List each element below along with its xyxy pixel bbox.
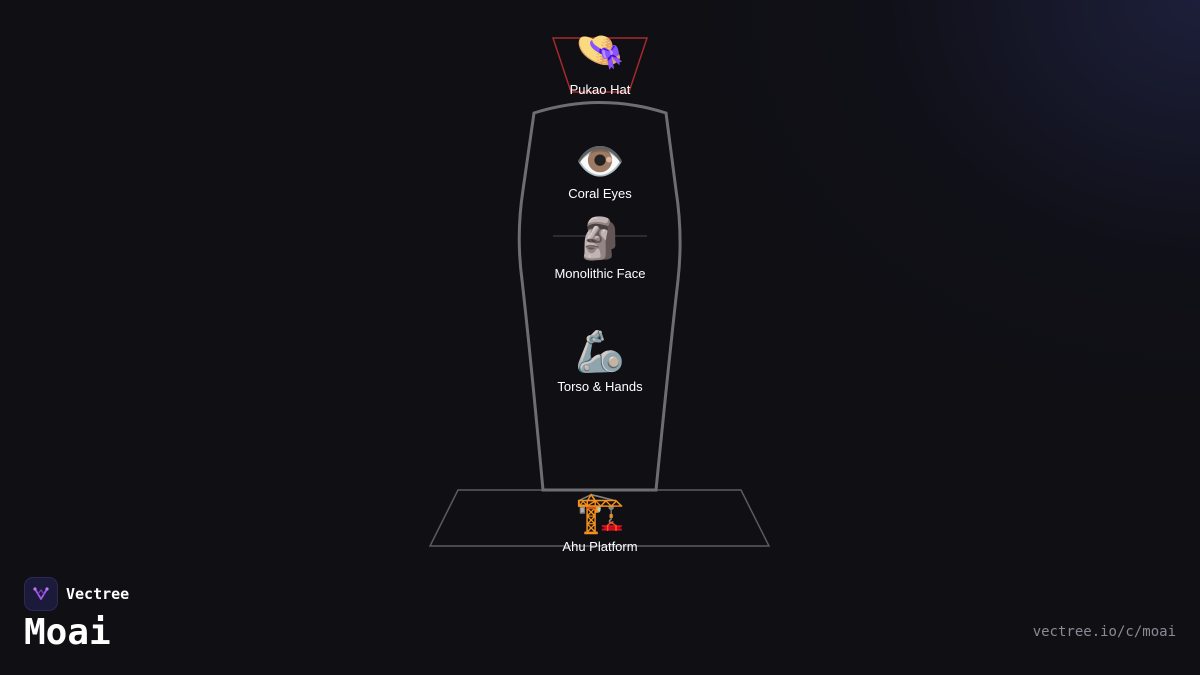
- part-hat: 👒 Pukao Hat: [570, 29, 631, 97]
- face-label: Monolithic Face: [554, 266, 645, 281]
- construction-crane-icon: 🏗️: [575, 491, 625, 535]
- eye-icon: 👁️: [575, 140, 625, 184]
- brand-name: Vectree: [66, 585, 130, 603]
- part-torso: 🦾 Torso & Hands: [557, 330, 643, 394]
- eyes-label: Coral Eyes: [568, 186, 632, 201]
- platform-label: Ahu Platform: [562, 539, 637, 554]
- hat-outline: [551, 37, 649, 93]
- brand: Vectree: [24, 577, 129, 611]
- torso-label: Torso & Hands: [557, 379, 643, 394]
- page-title: Moai: [24, 612, 111, 653]
- hat-label: Pukao Hat: [570, 82, 631, 97]
- hat-icon: 👒: [575, 29, 625, 73]
- branching-tree-icon: [24, 577, 58, 611]
- statue-outline: [517, 101, 682, 492]
- part-platform: 🏗️ Ahu Platform: [562, 491, 637, 554]
- moai-icon: 🗿: [575, 215, 625, 261]
- part-eyes: 👁️ Coral Eyes: [568, 140, 632, 201]
- source-url: vectree.io/c/moai: [1032, 624, 1176, 640]
- part-face: 🗿 Monolithic Face: [554, 215, 645, 281]
- mechanical-arm-icon: 🦾: [575, 330, 625, 374]
